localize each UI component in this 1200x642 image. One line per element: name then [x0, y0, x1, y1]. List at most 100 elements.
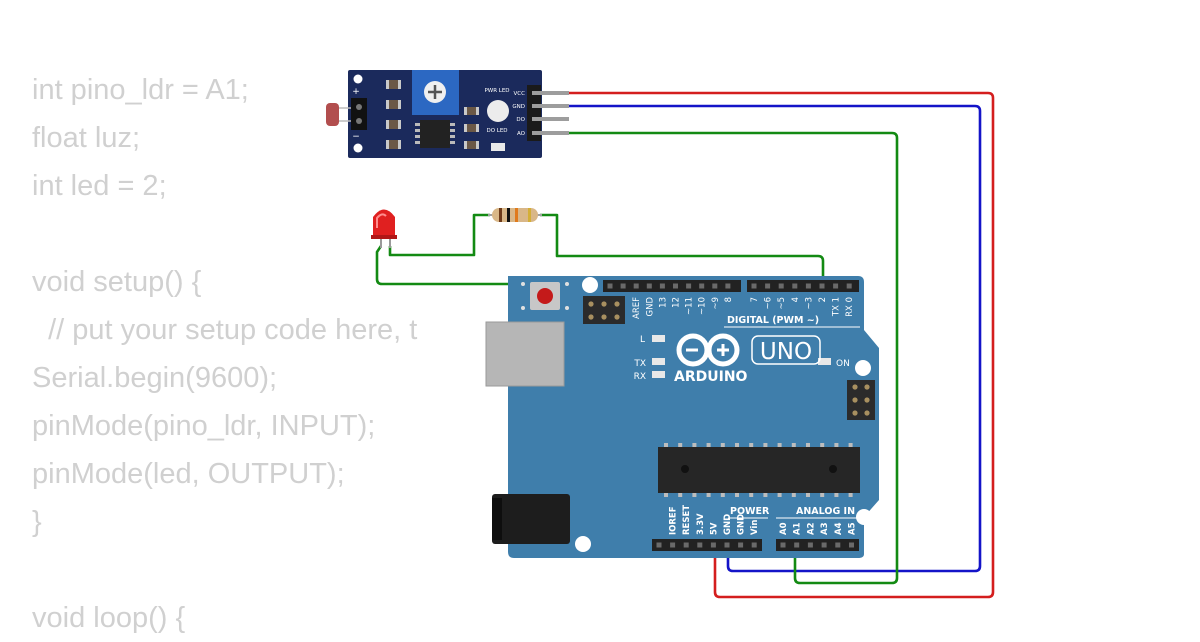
header-pin[interactable] — [646, 283, 652, 289]
header-pin[interactable] — [835, 542, 841, 548]
digital-pin-label: GND — [645, 297, 655, 317]
header-pin[interactable] — [724, 542, 730, 548]
uno-badge — [751, 335, 821, 365]
wire-resistor-pin2[interactable] — [540, 213, 825, 286]
header-pin[interactable] — [738, 542, 744, 548]
header-pin[interactable] — [765, 283, 771, 289]
wire-led-resistor[interactable] — [388, 213, 490, 257]
header-pin[interactable] — [620, 283, 626, 289]
pwr-led — [487, 100, 509, 122]
header-pin[interactable] — [792, 283, 798, 289]
module-pin[interactable] — [532, 91, 569, 95]
module-pin-label: GND — [512, 104, 525, 110]
code-line: void setup() { — [32, 266, 202, 298]
reset-button-cap[interactable] — [537, 288, 553, 304]
header-pin[interactable] — [849, 542, 854, 548]
analog-in-label: ANALOG IN — [796, 506, 855, 517]
digital-pin-label: ~5 — [777, 297, 787, 310]
module-pin[interactable] — [532, 131, 569, 135]
digital-pin-label: ~10 — [698, 297, 708, 315]
header-pin[interactable] — [819, 283, 825, 289]
bottom-header-pins — [656, 542, 854, 548]
analog-pin-label: A2 — [806, 522, 816, 535]
header-pin[interactable] — [751, 283, 757, 289]
header-pin[interactable] — [805, 283, 811, 289]
pwr-led-label: PWR LED — [484, 88, 509, 94]
code-line: // put your setup code here, t — [32, 314, 418, 346]
red-led[interactable] — [371, 209, 397, 249]
header-pin[interactable] — [607, 283, 613, 289]
code-line: pinMode(led, OUTPUT); — [32, 458, 345, 490]
plus-label: + — [352, 87, 360, 97]
power-pin-label: 5V — [709, 522, 719, 535]
led-l — [652, 335, 665, 342]
module-pin[interactable] — [532, 104, 569, 108]
header-pin[interactable] — [751, 542, 757, 548]
code-editor-text: int pino_ldr = A1;float luz;int led = 2;… — [32, 66, 417, 642]
power-pin-label: RESET — [682, 505, 692, 535]
usb-port[interactable] — [486, 322, 564, 386]
analog-pin-label: A0 — [779, 522, 789, 535]
header-pin[interactable] — [794, 542, 800, 548]
digital-pin-label: RX 0 — [845, 297, 855, 317]
mount-hole — [353, 74, 363, 84]
led-tx-label: TX — [633, 359, 646, 369]
led-rx — [652, 371, 665, 378]
digital-pin-label: ~6 — [764, 297, 774, 310]
code-line: int pino_ldr = A1; — [32, 74, 249, 106]
arduino-logo-icon — [676, 333, 740, 367]
digital-pin-label: 8 — [724, 297, 734, 302]
header-pin[interactable] — [780, 542, 786, 548]
module-pin-header — [527, 85, 541, 141]
header-pin[interactable] — [686, 283, 692, 289]
code-line: float luz; — [32, 122, 140, 154]
header-pin[interactable] — [807, 542, 813, 548]
header-pin[interactable] — [683, 542, 689, 548]
module-pin-label: DO — [516, 117, 525, 123]
connector-pin — [356, 118, 362, 124]
digital-pwm-label: DIGITAL (PWM ~) — [727, 315, 819, 326]
on-led — [818, 358, 831, 365]
header-pin[interactable] — [821, 542, 827, 548]
wire-vcc-5v[interactable] — [567, 91, 995, 599]
icsp-header — [583, 296, 625, 324]
header-pin[interactable] — [846, 283, 852, 289]
code-line: Serial.begin(9600); — [32, 362, 278, 394]
do-led — [491, 143, 505, 151]
header-pin[interactable] — [670, 542, 676, 548]
digital-pin-label: 7 — [750, 297, 760, 302]
power-jack[interactable] — [492, 494, 570, 544]
analog-pin-label: A3 — [820, 522, 830, 535]
header-pin[interactable] — [712, 283, 718, 289]
header-pin[interactable] — [833, 283, 839, 289]
mount-hole — [856, 509, 872, 525]
wire-gnd-gnd[interactable] — [567, 104, 982, 573]
wire-led-gnd[interactable] — [375, 245, 651, 286]
header-pin[interactable] — [633, 283, 639, 289]
power-label: POWER — [730, 506, 770, 517]
digital-header-pins — [607, 283, 852, 289]
connector-pin — [356, 104, 362, 110]
power-pin-label: Vin — [750, 520, 760, 535]
digital-pin-label: 12 — [672, 297, 682, 308]
code-line: void loop() { — [32, 602, 186, 634]
digital-pin-label: ~3 — [804, 297, 814, 310]
header-pin[interactable] — [673, 283, 678, 289]
header-pin[interactable] — [697, 542, 703, 548]
header-pin[interactable] — [699, 283, 705, 289]
header-pin[interactable] — [710, 542, 716, 548]
header-pin[interactable] — [656, 542, 662, 548]
resistor[interactable] — [488, 208, 542, 222]
wire-ao-a1[interactable] — [567, 131, 899, 585]
header-pin[interactable] — [725, 283, 731, 289]
module-pin[interactable] — [532, 117, 569, 121]
analog-pin-label: A5 — [848, 522, 858, 535]
mount-hole — [353, 143, 363, 153]
header-pin[interactable] — [659, 283, 665, 289]
header-pin[interactable] — [778, 283, 784, 289]
analog-header — [776, 539, 859, 551]
